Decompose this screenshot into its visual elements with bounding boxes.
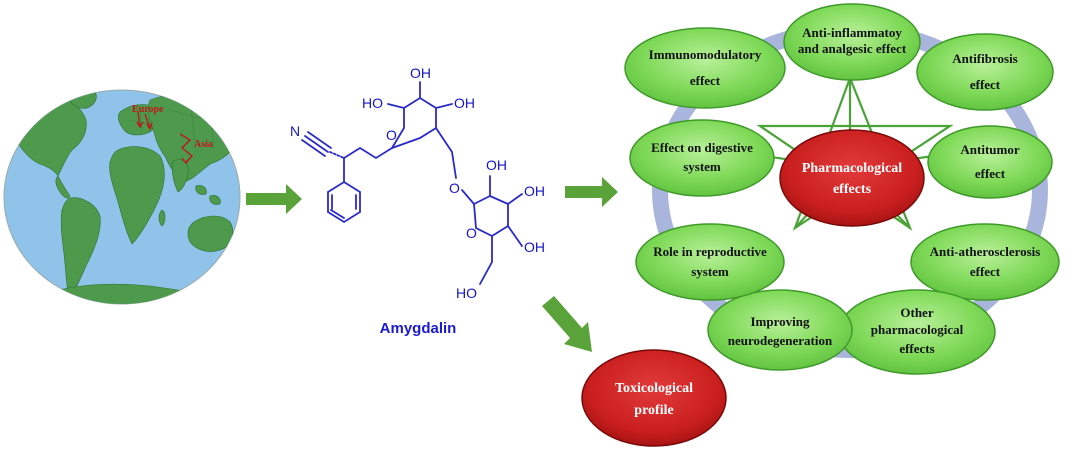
svg-text:neurodegeneration: neurodegeneration — [728, 333, 833, 348]
effect-node-reproductive: Role in reproductive system — [635, 223, 785, 301]
svg-text:effects: effects — [899, 341, 934, 356]
effect-node-immunomodulatory: Immunomodulatory effect — [624, 27, 786, 109]
toxicology-node: Toxicological profile — [581, 349, 727, 447]
effect-node-antifibrosis: Antifibrosis effect — [916, 33, 1054, 111]
atom-nitrile-n: N — [290, 123, 300, 139]
amygdalin-structure: O OH HO OH O O OH OH OH HO N Amygdalin — [290, 65, 545, 337]
flow-arrows — [246, 177, 618, 352]
ring2-oxygen: O — [466, 225, 477, 241]
svg-text:effect: effect — [690, 73, 721, 88]
effect-node-neurodegeneration: Improving neurodegeneration — [707, 289, 853, 371]
svg-text:Antitumor: Antitumor — [960, 142, 1019, 157]
central-america-landmass — [55, 175, 71, 199]
svg-text:system: system — [683, 159, 721, 174]
svg-text:Antifibrosis: Antifibrosis — [952, 51, 1018, 66]
atom-oh-top: OH — [410, 65, 431, 81]
india-landmass — [171, 159, 189, 193]
toxicology-label-line1: Toxicological — [615, 381, 693, 396]
effect-node-antitumor: Antitumor effect — [927, 125, 1053, 199]
arrow-molecule-to-effects — [565, 177, 618, 207]
map-label-asia: Asia — [194, 139, 213, 150]
atom-oh-right: OH — [454, 95, 475, 111]
svg-text:Anti-atherosclerosis: Anti-atherosclerosis — [930, 244, 1041, 259]
svg-text:Other: Other — [900, 305, 933, 320]
europe-arrow — [137, 111, 141, 127]
atom-ho-bottom: HO — [456, 285, 477, 301]
molecule-name: Amygdalin — [380, 320, 457, 337]
arrow-map-to-molecule — [246, 184, 302, 214]
effect-node-other: Other pharmacological effects — [838, 289, 996, 375]
svg-text:Pharmacological: Pharmacological — [802, 161, 902, 176]
toxicology-label-line2: profile — [634, 403, 673, 418]
svg-text:Effect on digestive: Effect on digestive — [651, 140, 753, 155]
effect-node-digestive: Effect on digestive system — [629, 119, 775, 197]
svg-text:system: system — [691, 264, 729, 279]
map-label-europe: Europe — [132, 104, 164, 115]
svg-text:Improving: Improving — [751, 314, 810, 329]
ring1-oxygen: O — [386, 127, 397, 143]
pharmacology-wheel: Anti-inflammatoy and analgesic effect An… — [624, 3, 1060, 375]
atom-ho-left: HO — [362, 95, 383, 111]
effect-node-anti-inflammatory: Anti-inflammatoy and analgesic effect — [783, 3, 921, 81]
arrow-molecule-to-toxicology — [542, 296, 592, 352]
svg-text:effect: effect — [975, 166, 1006, 181]
atom-oh-ring2-lower: OH — [524, 239, 545, 255]
world-map: Europe Asia — [3, 89, 241, 305]
atom-glycosidic-o: O — [449, 180, 460, 196]
africa-landmass — [109, 146, 165, 245]
antarctica-landmass — [29, 283, 221, 304]
svg-text:effect: effect — [970, 77, 1001, 92]
svg-text:effect: effect — [970, 264, 1001, 279]
effect-node-anti-atherosclerosis: Anti-atherosclerosis effect — [910, 223, 1060, 301]
svg-text:effects: effects — [833, 182, 872, 197]
australia-landmass — [187, 215, 233, 252]
atom-oh-ring2-top: OH — [486, 157, 507, 173]
svg-text:and analgesic effect: and analgesic effect — [798, 41, 907, 56]
southeast-asia-islands — [195, 185, 221, 205]
atom-oh-ring2-right: OH — [524, 183, 545, 199]
svg-text:pharmacological: pharmacological — [871, 322, 964, 337]
svg-text:Anti-inflammatoy: Anti-inflammatoy — [802, 25, 902, 40]
madagascar-landmass — [158, 209, 166, 227]
svg-text:Role in reproductive: Role in reproductive — [653, 244, 767, 259]
svg-text:Immunomodulatory: Immunomodulatory — [649, 47, 762, 62]
center-node-pharmacological-effects: Pharmacological effects — [779, 129, 925, 227]
